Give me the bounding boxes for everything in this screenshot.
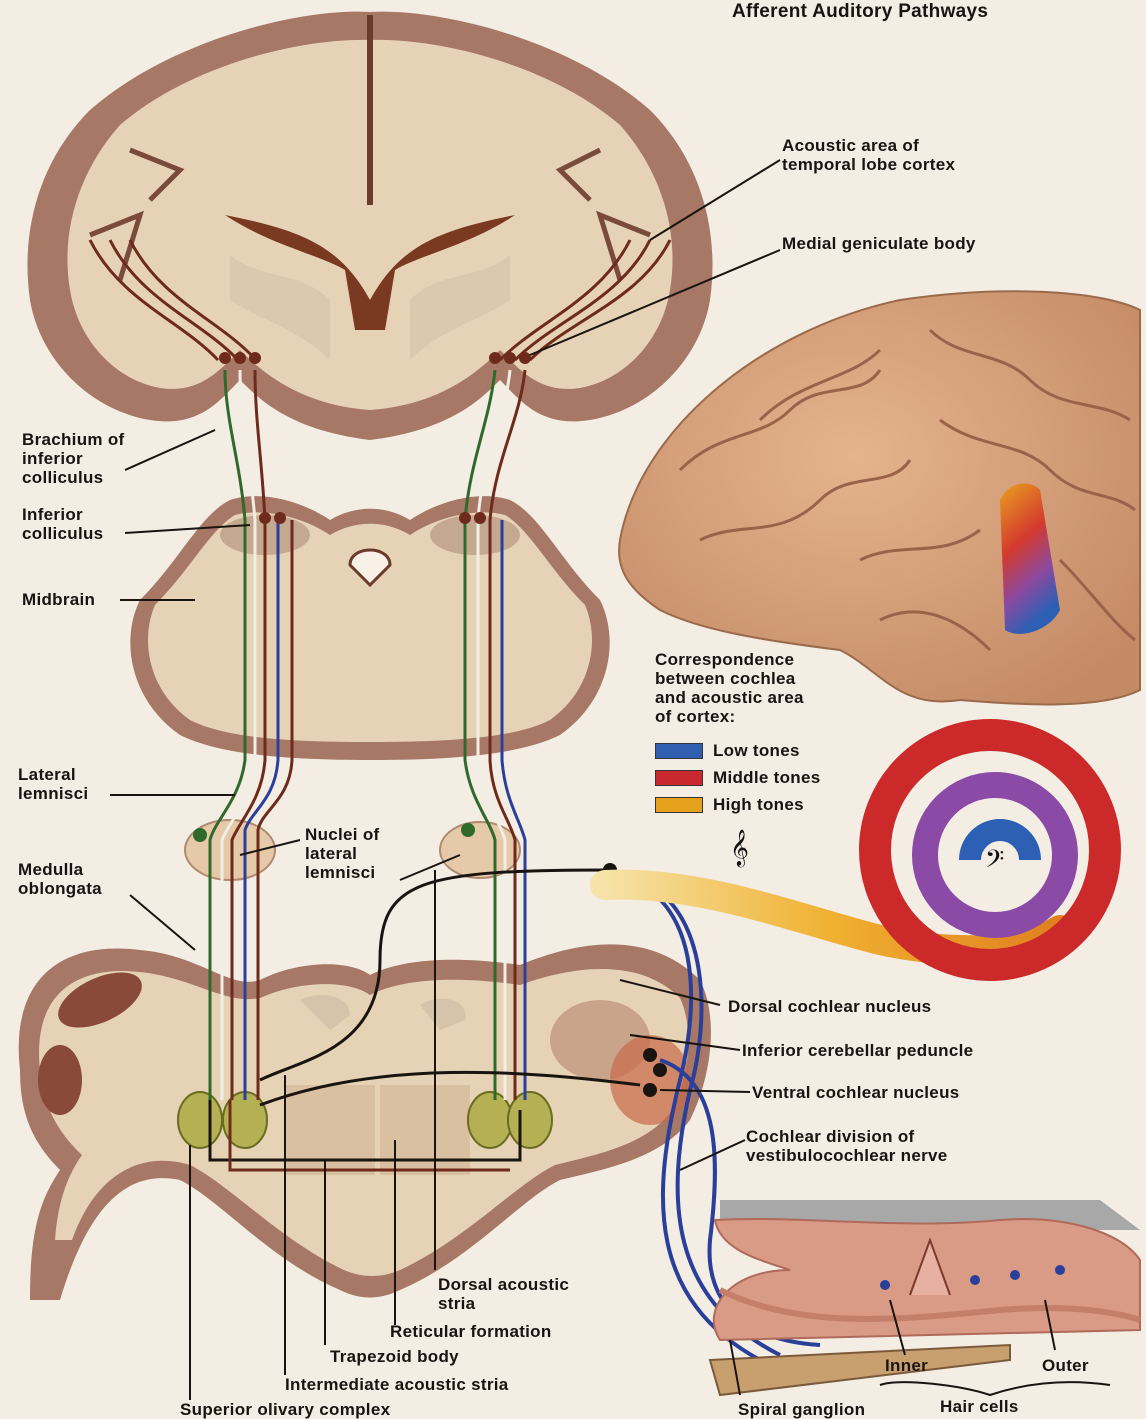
- label-line: colliculus: [22, 524, 103, 543]
- label-line: Acoustic area of: [782, 136, 955, 155]
- label-dorsal-cochlear: Dorsal cochlear nucleus: [728, 997, 931, 1016]
- legend-heading: Correspondence between cochlea and acous…: [655, 650, 804, 726]
- label-line: Inferior: [22, 505, 103, 524]
- legend-item-high: High tones: [655, 795, 804, 814]
- label-line: of cortex:: [655, 707, 804, 726]
- label-medulla: Medulla oblongata: [18, 860, 102, 898]
- label-line: Medulla: [18, 860, 102, 879]
- label-inner: Inner: [885, 1356, 928, 1375]
- label-line: Nuclei of: [305, 825, 380, 844]
- label-intermediate-acoustic-stria: Intermediate acoustic stria: [285, 1375, 509, 1394]
- label-line: stria: [438, 1294, 569, 1313]
- midbrain-section: [130, 496, 609, 760]
- label-nuclei-lateral-lemnisci: Nuclei of lateral lemnisci: [305, 825, 380, 882]
- label-acoustic-area: Acoustic area of temporal lobe cortex: [782, 136, 955, 174]
- label-dorsal-acoustic-stria: Dorsal acoustic stria: [438, 1275, 569, 1313]
- label-line: Cochlear division of: [746, 1127, 948, 1146]
- label-line: and acoustic area: [655, 688, 804, 707]
- label-brachium: Brachium of inferior colliculus: [22, 430, 124, 487]
- label-line: Dorsal acoustic: [438, 1275, 569, 1294]
- label-line: Lateral: [18, 765, 88, 784]
- legend-label: Low tones: [713, 741, 800, 760]
- label-medial-geniculate: Medial geniculate body: [782, 234, 976, 253]
- label-line: colliculus: [22, 468, 124, 487]
- medulla-section: [19, 944, 711, 1300]
- cerebrum-section: [28, 12, 713, 440]
- legend-item-middle: Middle tones: [655, 768, 821, 787]
- label-line: lemnisci: [305, 863, 380, 882]
- legend-swatch-middle: [655, 770, 703, 786]
- treble-clef-icon: 𝄞: [730, 828, 749, 867]
- label-line: oblongata: [18, 879, 102, 898]
- legend-swatch-high: [655, 797, 703, 813]
- legend-item-low: Low tones: [655, 741, 800, 760]
- label-inferior-colliculus: Inferior colliculus: [22, 505, 103, 543]
- label-line: temporal lobe cortex: [782, 155, 955, 174]
- label-inferior-cerebellar: Inferior cerebellar peduncle: [742, 1041, 973, 1060]
- label-midbrain: Midbrain: [22, 590, 95, 609]
- legend-label: High tones: [713, 795, 804, 814]
- right-lemniscal-nucleus: [440, 822, 520, 878]
- label-line: inferior: [22, 449, 124, 468]
- label-superior-olivary: Superior olivary complex: [180, 1400, 390, 1419]
- label-line: Correspondence: [655, 650, 804, 669]
- lateral-brain-view: [619, 291, 1140, 704]
- legend-swatch-low: [655, 743, 703, 759]
- legend-label: Middle tones: [713, 768, 821, 787]
- label-hair-cells: Hair cells: [940, 1397, 1019, 1416]
- label-trapezoid-body: Trapezoid body: [330, 1347, 459, 1366]
- label-ventral-cochlear: Ventral cochlear nucleus: [752, 1083, 960, 1102]
- label-line: vestibulocochlear nerve: [746, 1146, 948, 1165]
- bass-clef-icon: 𝄢: [985, 845, 1004, 880]
- label-reticular-formation: Reticular formation: [390, 1322, 552, 1341]
- label-spiral-ganglion: Spiral ganglion: [738, 1400, 865, 1419]
- label-line: lemnisci: [18, 784, 88, 803]
- label-line: between cochlea: [655, 669, 804, 688]
- label-line: Brachium of: [22, 430, 124, 449]
- diagram-title: Afferent Auditory Pathways: [732, 2, 988, 21]
- label-outer: Outer: [1042, 1356, 1089, 1375]
- label-cochlear-division: Cochlear division of vestibulocochlear n…: [746, 1127, 948, 1165]
- label-line: lateral: [305, 844, 380, 863]
- label-lateral-lemnisci: Lateral lemnisci: [18, 765, 88, 803]
